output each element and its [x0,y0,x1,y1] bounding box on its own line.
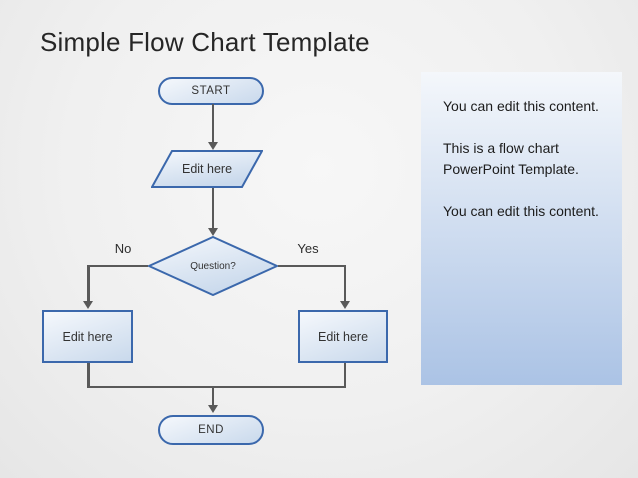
arrowhead-end [208,405,218,413]
flowchart-right-box: Edit here [298,310,388,363]
decision-node-label: Question? [190,260,236,272]
arrowhead-start-step1 [208,142,218,150]
connector-start-step1 [211,104,214,144]
left-box-label: Edit here [62,329,113,344]
flowchart-left-box: Edit here [42,310,133,363]
parallelogram-shape [151,150,263,188]
diamond-shape [148,236,278,296]
side-panel-text: You can edit this content. This is a flo… [421,72,622,222]
panel-paragraph: You can edit this content. [443,98,599,114]
arrowhead-yes-branch [340,301,350,309]
connector-leftbox-down [87,363,90,388]
connector-merge-end [211,386,214,406]
arrowhead-no-branch [83,301,93,309]
connector-merge-horizontal [87,385,346,388]
connector-no-vertical [87,264,90,303]
branch-no-label: No [114,241,132,256]
branch-yes-label: Yes [297,241,319,256]
side-panel: You can edit this content. This is a flo… [421,72,622,385]
connector-yes-vertical [343,264,346,303]
flowchart-decision-node: Question? [148,236,278,296]
start-node-label: START [191,85,231,97]
connector-rightbox-down [343,363,346,388]
connector-yes-horizontal [278,264,346,267]
step1-node-label: Edit here [181,162,233,176]
connector-no-horizontal [87,264,148,267]
arrowhead-step1-decision [208,228,218,236]
flowchart-start-node: START [158,77,264,105]
flowchart-step1-node: Edit here [151,150,263,188]
panel-paragraph: You can edit this content. [443,203,599,219]
right-box-label: Edit here [317,329,369,344]
panel-paragraph: This is a flow chart PowerPoint Template… [443,140,579,177]
flowchart-end-node: END [158,415,264,445]
end-node-label: END [198,424,224,436]
connector-step1-decision [211,188,214,229]
slide-title: Simple Flow Chart Template [40,27,370,57]
